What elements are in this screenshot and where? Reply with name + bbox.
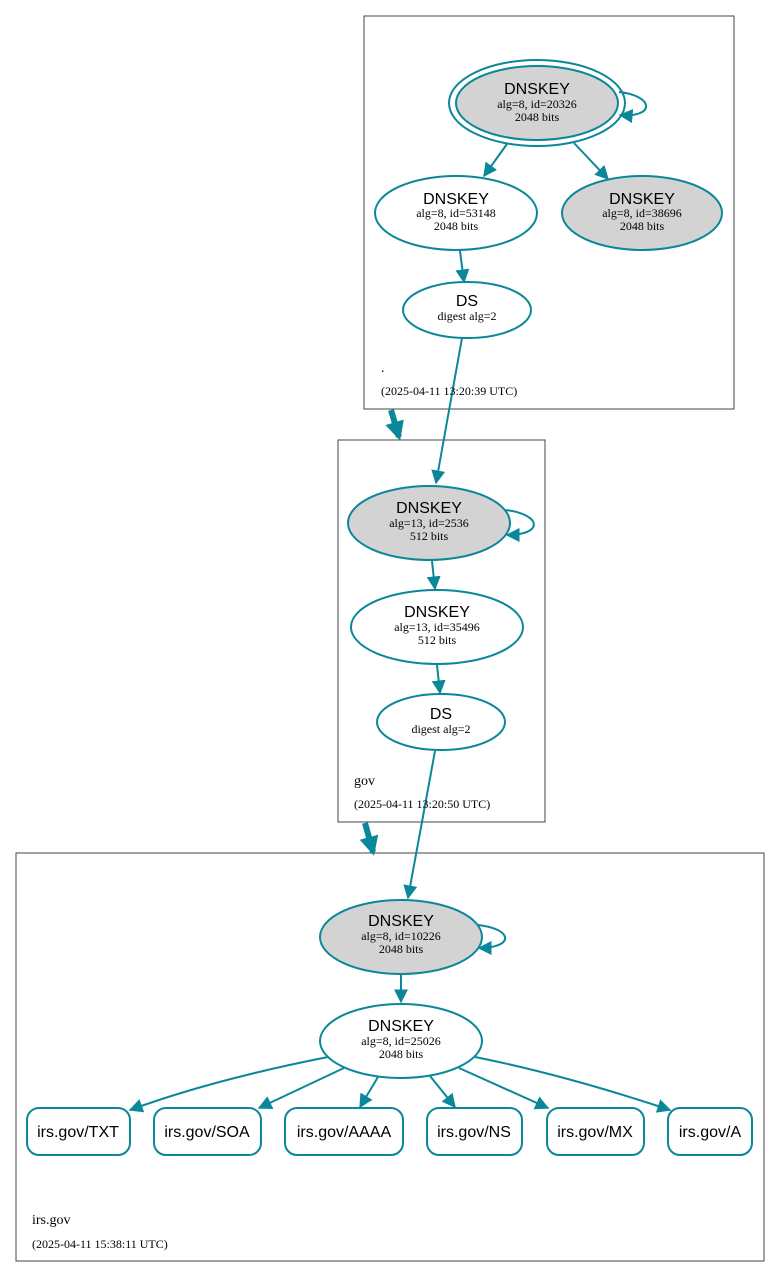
edge-irs-zsk-ns: [429, 1075, 456, 1109]
irs-ksk-bits: 2048 bits: [379, 942, 424, 956]
rr-label-a: irs.gov/A: [679, 1124, 742, 1141]
edge-irs-zsk-mx: [458, 1067, 550, 1110]
irs-ksk-title: DNSKEY: [368, 913, 434, 930]
edge-irs-zsk-aaaa: [359, 1076, 379, 1109]
zone-box-irs: [15, 852, 765, 1262]
edge-gov-zsk-ds: [431, 664, 446, 695]
rr-label-txt: irs.gov/TXT: [37, 1124, 119, 1141]
rr-node-txt: irs.gov/TXT: [26, 1107, 131, 1156]
gov-ksk-alg: alg=13, id=2536: [389, 516, 469, 530]
root-zsk2-bits: 2048 bits: [620, 219, 665, 233]
edge-irs-zsk-soa: [257, 1067, 345, 1109]
rr-node-ns: irs.gov/NS: [426, 1107, 523, 1156]
zone-timestamp-irs: (2025-04-11 15:38:11 UTC): [32, 1237, 168, 1251]
edge-root-ksk-self: [618, 91, 648, 124]
rr-node-soa: irs.gov/SOA: [153, 1107, 262, 1156]
edge-root-ksk-zsk2: [573, 142, 609, 181]
zone-timestamp-root: (2025-04-11 13:20:39 UTC): [381, 384, 517, 398]
zone-name-irs: irs.gov: [32, 1213, 71, 1228]
gov-ds-title: DS: [430, 706, 452, 723]
rr-node-a: irs.gov/A: [667, 1107, 753, 1156]
rr-label-soa: irs.gov/SOA: [164, 1124, 250, 1141]
irs-ksk-alg: alg=8, id=10226: [361, 929, 441, 943]
rr-label-mx: irs.gov/MX: [557, 1124, 633, 1141]
root-zsk1-node: DNSKEY alg=8, id=53148 2048 bits: [374, 175, 538, 251]
gov-zsk-node: DNSKEY alg=13, id=35496 512 bits: [350, 589, 524, 665]
gov-ds-node: DS digest alg=2: [376, 693, 506, 751]
root-zsk1-alg: alg=8, id=53148: [416, 206, 496, 220]
root-ds-title: DS: [456, 293, 478, 310]
delegation-arrow-gov-irs: [359, 822, 379, 856]
zone-name-root: .: [381, 361, 385, 376]
root-zsk2-node: DNSKEY alg=8, id=38696 2048 bits: [561, 175, 723, 251]
delegation-arrow-root-gov: [385, 409, 404, 441]
edge-root-ds-gov-ksk: [431, 337, 463, 485]
root-ksk-title: DNSKEY: [504, 81, 570, 98]
edge-gov-ksk-self: [505, 509, 535, 542]
edge-gov-ksk-zsk: [426, 560, 441, 591]
zone-box-root: [363, 15, 735, 410]
zone-box-gov: [337, 439, 546, 823]
irs-zsk-node: DNSKEY alg=8, id=25026 2048 bits: [319, 1003, 483, 1079]
edge-irs-ksk-self: [477, 924, 507, 955]
gov-zsk-title: DNSKEY: [404, 604, 470, 621]
gov-ksk-bits: 512 bits: [410, 529, 449, 543]
root-ds-node: DS digest alg=2: [402, 281, 532, 339]
root-ds-digest: digest alg=2: [437, 309, 496, 323]
gov-zsk-bits: 512 bits: [418, 633, 457, 647]
irs-zsk-bits: 2048 bits: [379, 1047, 424, 1061]
edge-irs-zsk-a: [474, 1056, 672, 1113]
rr-label-aaaa: irs.gov/AAAA: [297, 1124, 392, 1141]
rr-node-aaaa: irs.gov/AAAA: [284, 1107, 404, 1156]
gov-ksk-node: DNSKEY alg=13, id=2536 512 bits: [347, 485, 511, 561]
edge-root-zsk1-ds: [455, 250, 470, 284]
zone-timestamp-gov: (2025-04-11 13:20:50 UTC): [354, 797, 490, 811]
rr-node-mx: irs.gov/MX: [546, 1107, 645, 1156]
gov-zsk-alg: alg=13, id=35496: [394, 620, 480, 634]
root-zsk2-alg: alg=8, id=38696: [602, 206, 682, 220]
irs-zsk-title: DNSKEY: [368, 1018, 434, 1035]
root-zsk1-bits: 2048 bits: [434, 219, 479, 233]
root-ksk-bits: 2048 bits: [515, 110, 560, 124]
gov-ds-digest: digest alg=2: [411, 722, 470, 736]
root-zsk1-title: DNSKEY: [423, 191, 489, 208]
zone-name-gov: gov: [354, 774, 375, 789]
root-ksk-node: DNSKEY alg=8, id=20326 2048 bits: [448, 59, 626, 147]
root-zsk2-title: DNSKEY: [609, 191, 675, 208]
irs-zsk-alg: alg=8, id=25026: [361, 1034, 441, 1048]
edge-irs-zsk-txt: [128, 1056, 329, 1113]
root-ksk-alg: alg=8, id=20326: [497, 97, 577, 111]
edge-root-ksk-zsk1: [483, 143, 508, 178]
gov-ksk-title: DNSKEY: [396, 500, 462, 517]
edge-gov-ds-irs-ksk: [403, 750, 436, 900]
irs-ksk-node: DNSKEY alg=8, id=10226 2048 bits: [319, 899, 483, 975]
rr-label-ns: irs.gov/NS: [437, 1124, 511, 1141]
